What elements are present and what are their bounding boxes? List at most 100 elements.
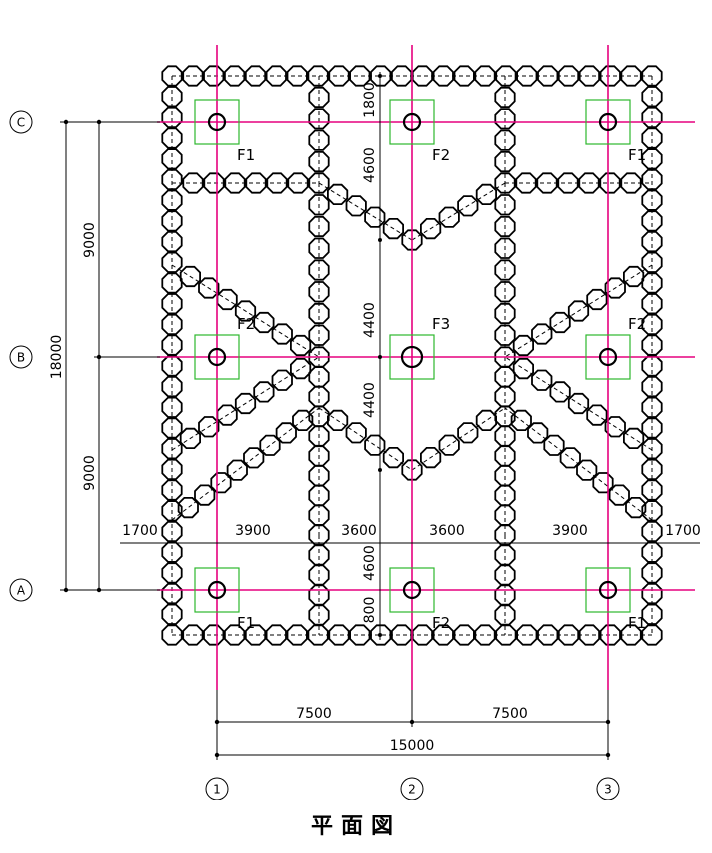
footing-outline (585, 334, 631, 380)
pile-octagon (474, 624, 496, 646)
pile-octagon (494, 108, 516, 130)
pile-octagon (308, 465, 330, 487)
pile-octagon (234, 300, 257, 322)
pile-octagon (287, 172, 309, 194)
pile-octagon (161, 541, 183, 563)
pile-octagon (641, 541, 663, 563)
pile-octagon (401, 459, 423, 481)
pile-octagon (453, 624, 475, 646)
pile-octagon (494, 544, 516, 566)
pile-octagon (531, 369, 553, 391)
column-pile-circle (598, 347, 618, 367)
pile-octagon (608, 484, 630, 506)
h-segment-dim-5: 3900 (552, 523, 588, 539)
pile-octagon (411, 65, 434, 87)
pile-octagon (620, 172, 642, 194)
pile-octagon (641, 417, 663, 439)
footing-outline (585, 567, 631, 613)
pile-octagon (567, 300, 590, 322)
pile-octagon (641, 210, 663, 232)
pile-octagon (364, 434, 386, 456)
axis-bubble-A (9, 578, 33, 602)
axis-bubble-1 (205, 777, 229, 800)
pile-octagon (308, 324, 330, 346)
bottom-span-dim-1: 7500 (296, 706, 332, 722)
pile-octagon (623, 427, 645, 450)
pile-octagon (576, 459, 598, 481)
dim-dot (96, 587, 102, 593)
pile-octagon (494, 366, 516, 388)
pile-octagon (308, 385, 330, 408)
axis-bubble-C (9, 110, 33, 134)
pile-octagon (641, 148, 663, 170)
pile-octagon (432, 65, 454, 87)
pile-octagon (438, 206, 460, 228)
pile-octagon (182, 172, 204, 194)
pile-octagon (161, 334, 183, 356)
v-segment-dim-5: 4600 (362, 545, 378, 581)
footing-label: F2 (237, 315, 255, 333)
dim-dot (378, 238, 382, 242)
pile-octagon (432, 624, 454, 646)
pile-octagon (161, 168, 183, 191)
pile-octagon (382, 446, 405, 469)
pile-octagon (194, 484, 216, 506)
v-segment-dim-2: 4600 (362, 147, 378, 183)
pile-octagon (641, 624, 663, 646)
pile-octagon (307, 624, 329, 646)
footing-outline (194, 567, 240, 613)
pile-octagon (625, 496, 647, 519)
pile-octagon (620, 624, 642, 646)
pile-octagon (370, 65, 392, 87)
pile-octagon (641, 583, 663, 605)
axis-label-A: A (17, 584, 26, 598)
column-pile-circle (400, 345, 424, 369)
pile-octagon (289, 357, 312, 380)
footing-outline (389, 99, 435, 145)
pile-octagon (411, 624, 434, 646)
pile-octagon (620, 65, 642, 87)
pile-octagon (641, 562, 663, 584)
pile-wall-centerline (318, 407, 413, 471)
pile-octagon (182, 65, 204, 87)
pile-octagon (641, 251, 663, 273)
pile-octagon (623, 265, 645, 288)
pile-octagon (161, 500, 183, 522)
pile-octagon (161, 313, 183, 336)
pile-octagon (641, 520, 663, 543)
pile-octagon (326, 409, 349, 432)
pile-octagon (161, 396, 183, 418)
pile-octagon (253, 381, 275, 403)
pile-octagon (292, 409, 314, 432)
pile-octagon (345, 422, 367, 444)
pile-octagon (641, 168, 663, 191)
pile-octagon (549, 311, 571, 334)
pile-octagon (543, 434, 565, 456)
footing-label: F1 (237, 614, 255, 632)
pile-octagon (271, 369, 293, 391)
pile-octagon (328, 65, 350, 87)
pile-octagon (161, 624, 183, 646)
pile-octagon (308, 259, 330, 281)
pile-octagon (234, 392, 257, 415)
pile-octagon (559, 447, 581, 469)
h-segment-dim-4: 3600 (429, 523, 465, 539)
pile-octagon (475, 409, 498, 432)
pile-octagon (161, 562, 183, 584)
pile-octagon (182, 624, 204, 646)
pile-octagon (457, 195, 479, 217)
pile-octagon (308, 281, 330, 303)
dim-dot (605, 752, 611, 758)
footing-outline (194, 99, 240, 145)
dim-dot (378, 74, 382, 78)
pile-octagon (203, 65, 225, 87)
pile-octagon (203, 624, 225, 646)
h-segment-dim-3: 3600 (341, 523, 377, 539)
drawing-title: 平面図 (310, 814, 401, 839)
pile-octagon (641, 603, 663, 625)
pile-octagon (457, 422, 479, 444)
pile-octagon (308, 366, 330, 388)
pile-octagon (307, 65, 329, 87)
left-total-dim: 18000 (49, 335, 65, 380)
pile-octagon (253, 311, 275, 334)
